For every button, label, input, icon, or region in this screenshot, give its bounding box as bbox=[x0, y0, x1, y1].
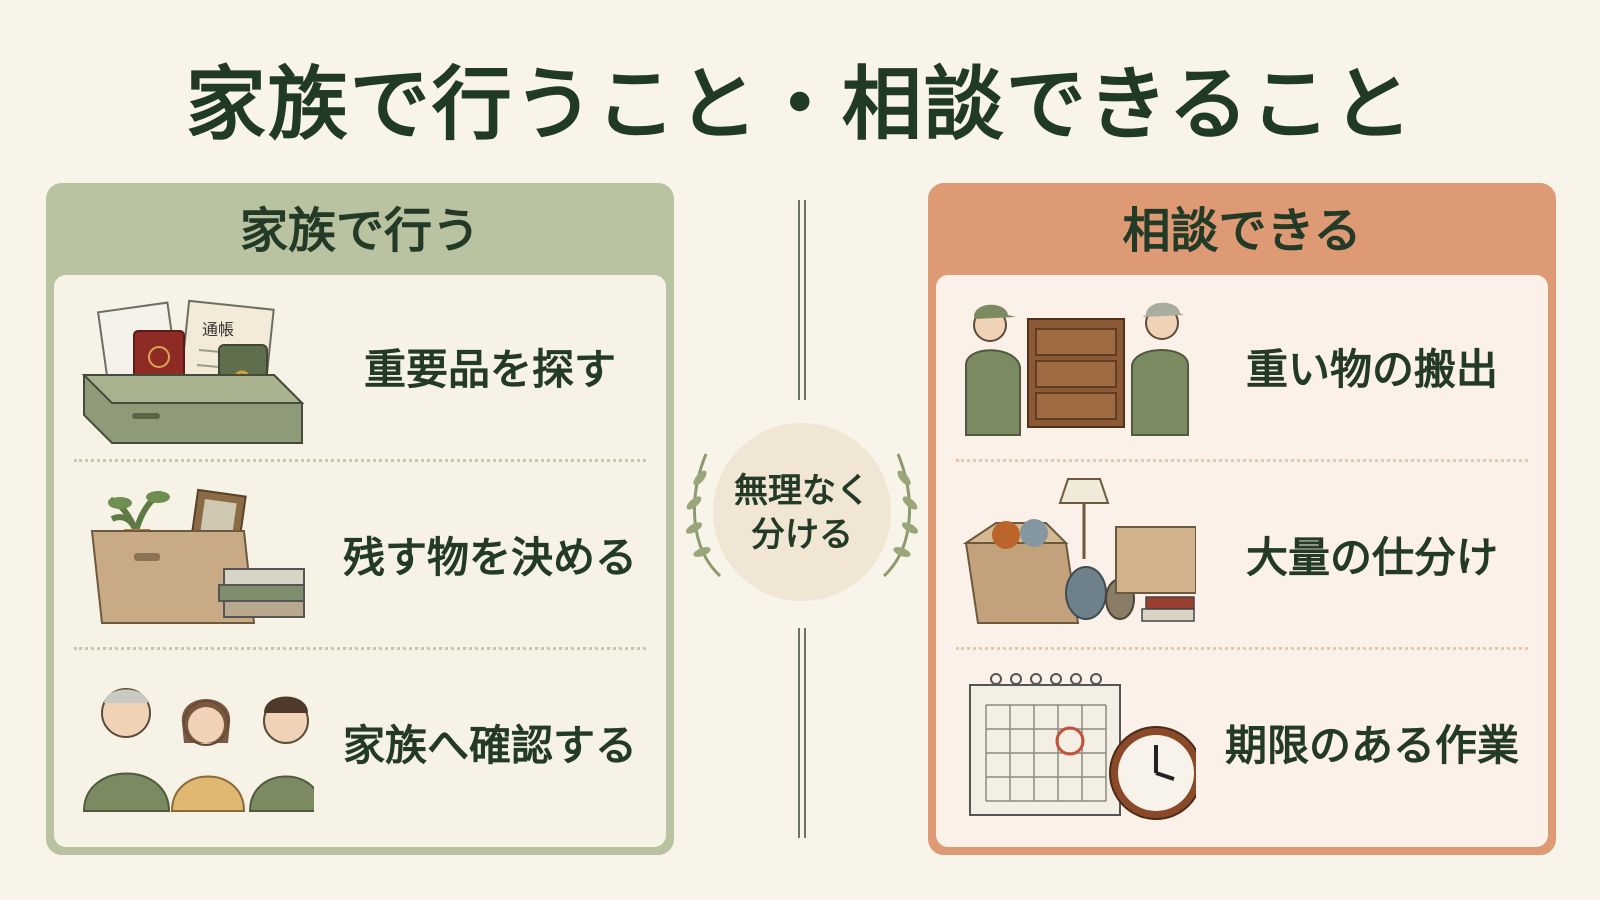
movers-carrying-dresser-icon bbox=[965, 302, 1189, 436]
consult-tasks-list: 重い物の搬出 大量の仕分け bbox=[936, 275, 1548, 847]
consult-tasks-header: 相談できる bbox=[1122, 203, 1362, 259]
page-title: 家族で行うこと・相談できること bbox=[185, 58, 1415, 151]
list-item: 残す物を決める bbox=[54, 463, 666, 653]
box-of-important-items-icon: 通帳 bbox=[81, 299, 305, 444]
list-item: 家族へ確認する bbox=[54, 651, 666, 841]
consult-tasks-panel: 相談できる 重い物の搬出 bbox=[928, 183, 1556, 855]
badge-line-2: 分ける bbox=[751, 515, 853, 555]
center-badge: 無理なく 分ける bbox=[713, 423, 891, 601]
separator bbox=[956, 459, 1528, 462]
list-item-label: 大量の仕分け bbox=[1245, 533, 1498, 582]
list-item-label: 残す物を決める bbox=[342, 533, 637, 582]
separator bbox=[74, 459, 646, 462]
list-item: 大量の仕分け bbox=[936, 463, 1548, 653]
separator bbox=[956, 647, 1528, 650]
laurel-left-icon bbox=[685, 453, 722, 578]
box-with-keepsakes-icon bbox=[90, 488, 305, 624]
list-item: 通帳 重要品を探す bbox=[54, 275, 666, 465]
list-item-label: 重要品を探す bbox=[363, 345, 616, 394]
list-item-label: 重い物の搬出 bbox=[1245, 345, 1498, 394]
center-divider-bottom bbox=[798, 628, 806, 838]
list-item: 期限のある作業 bbox=[936, 651, 1548, 841]
badge-line-1: 無理なく bbox=[734, 471, 870, 511]
list-item-label: 期限のある作業 bbox=[1224, 721, 1519, 770]
family-tasks-header: 家族で行う bbox=[239, 203, 480, 259]
calendar-and-clock-icon bbox=[969, 673, 1196, 820]
list-item-label: 家族へ確認する bbox=[342, 721, 637, 770]
family-tasks-list: 通帳 重要品を探す bbox=[54, 275, 666, 847]
center-divider-top bbox=[798, 200, 806, 400]
list-item: 重い物の搬出 bbox=[936, 275, 1548, 465]
passbook-text: 通帳 bbox=[202, 320, 234, 339]
boxes-and-items-icon bbox=[962, 478, 1196, 624]
family-talking-icon bbox=[82, 688, 314, 812]
separator bbox=[74, 647, 646, 650]
laurel-right-icon bbox=[882, 453, 919, 578]
family-tasks-panel: 家族で行う 通帳 重要品を探す bbox=[46, 183, 674, 855]
